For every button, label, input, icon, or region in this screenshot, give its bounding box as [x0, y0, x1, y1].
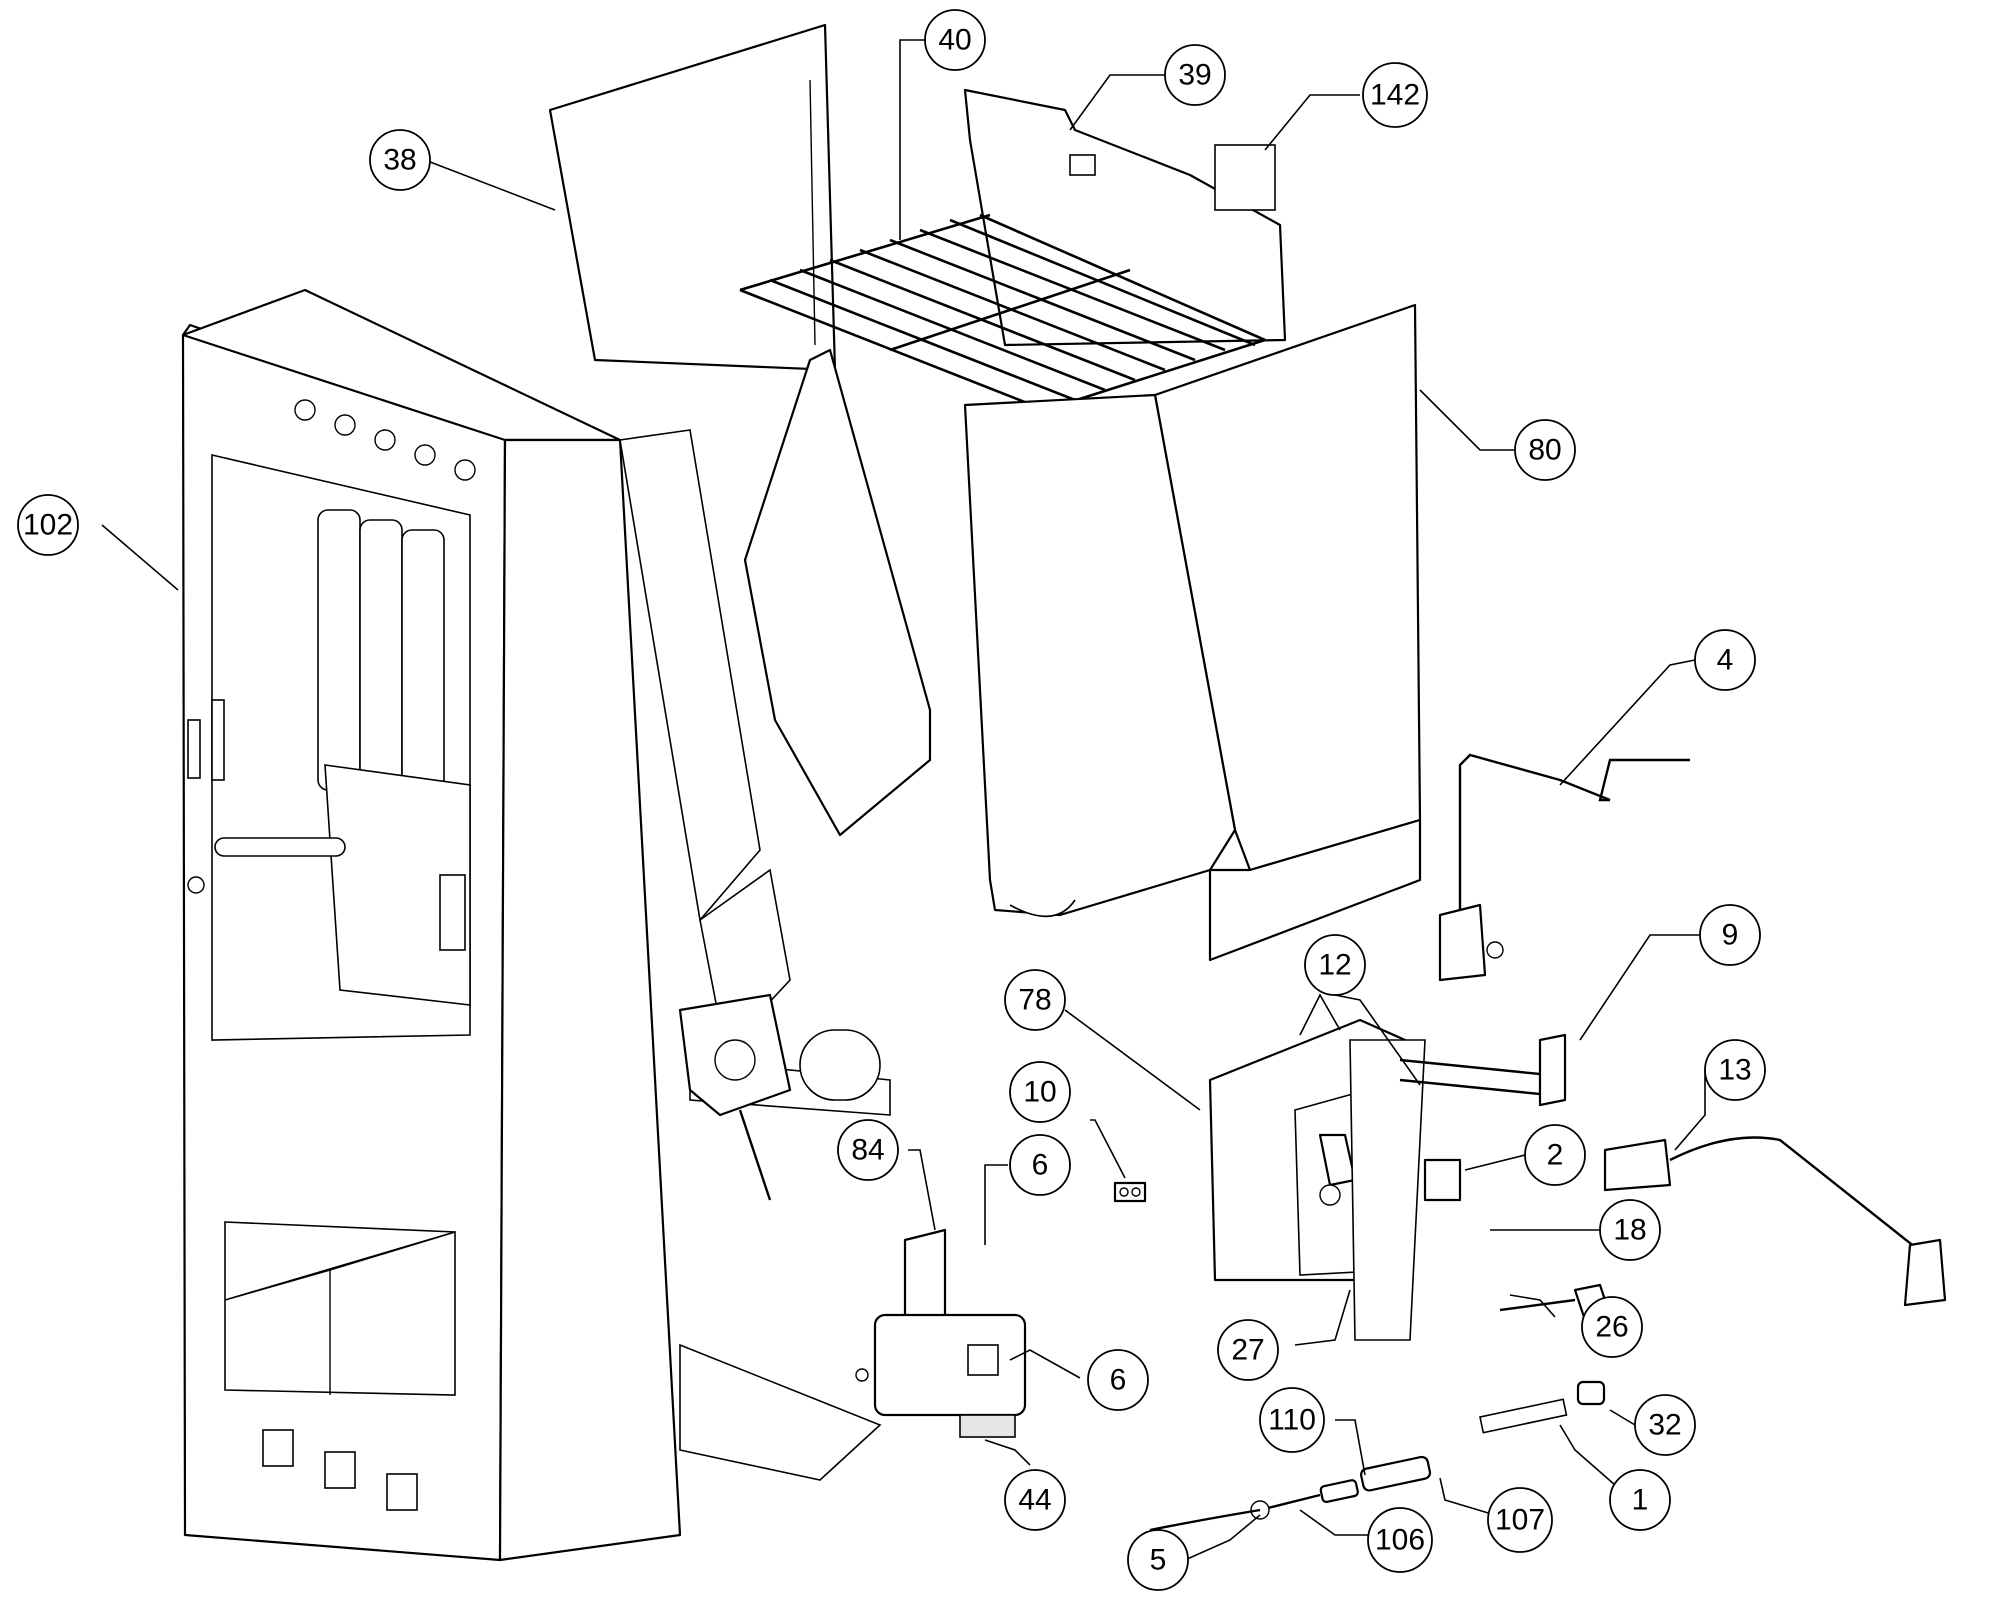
callout-label: 107	[1495, 1504, 1545, 1537]
callout-39: 39	[1164, 44, 1226, 106]
callout-5: 5	[1127, 1529, 1189, 1591]
callout-18: 18	[1599, 1199, 1661, 1261]
callout-label: 1	[1632, 1484, 1649, 1517]
callout-label: 102	[23, 509, 73, 542]
label-plate-142-part	[1214, 144, 1276, 211]
callout-9: 9	[1699, 904, 1761, 966]
callout-label: 5	[1150, 1544, 1167, 1577]
callout-40: 40	[924, 9, 986, 71]
callout-label: 80	[1528, 434, 1561, 467]
callout-label: 32	[1648, 1409, 1681, 1442]
callout-142: 142	[1362, 62, 1428, 128]
callout-label: 27	[1231, 1334, 1264, 1367]
callout-84: 84	[837, 1119, 899, 1181]
back-panel-39-part	[963, 88, 1287, 347]
callout-label: 26	[1595, 1311, 1628, 1344]
callout-label: 84	[851, 1134, 884, 1167]
callout-label: 39	[1178, 59, 1211, 92]
callout-10: 10	[1009, 1061, 1071, 1123]
callout-label: 106	[1375, 1524, 1425, 1557]
callout-label: 78	[1018, 984, 1051, 1017]
callout-4: 4	[1694, 629, 1756, 691]
thermostat-4-part	[1438, 753, 1690, 982]
fastener-grid-44-part	[959, 1414, 1016, 1438]
control-board-78-part	[1208, 1018, 1567, 1341]
power-cord-13-part	[1603, 1136, 1947, 1307]
side-panel-80-part	[963, 303, 1422, 962]
callout-6-lower: 6	[1087, 1349, 1149, 1411]
callout-6-upper: 6	[1009, 1134, 1071, 1196]
callout-label: 13	[1718, 1054, 1751, 1087]
callout-110: 110	[1259, 1387, 1325, 1453]
callout-label: 9	[1722, 919, 1739, 952]
callout-label: 142	[1370, 79, 1420, 112]
callout-label: 44	[1018, 1484, 1051, 1517]
callout-27: 27	[1217, 1319, 1279, 1381]
callout-label: 18	[1613, 1214, 1646, 1247]
callout-102: 102	[17, 494, 79, 556]
callout-label: 12	[1318, 949, 1351, 982]
callout-1: 1	[1609, 1469, 1671, 1531]
wire-rack-40-part	[739, 213, 1266, 412]
callout-13: 13	[1704, 1039, 1766, 1101]
callout-80: 80	[1514, 419, 1576, 481]
callout-38: 38	[369, 129, 431, 191]
cabinet-frame-part	[181, 288, 891, 1562]
callout-2: 2	[1524, 1124, 1586, 1186]
callout-78: 78	[1004, 969, 1066, 1031]
callout-32: 32	[1634, 1394, 1696, 1456]
terminal-block-10-part	[1113, 1181, 1147, 1203]
callout-label: 4	[1717, 644, 1734, 677]
callout-44: 44	[1004, 1469, 1066, 1531]
callout-label: 40	[938, 24, 971, 57]
callout-label: 6	[1110, 1364, 1127, 1397]
callout-12: 12	[1304, 934, 1366, 996]
callout-label: 10	[1023, 1076, 1056, 1109]
callout-label: 110	[1268, 1404, 1316, 1437]
callout-107: 107	[1487, 1487, 1553, 1553]
callout-label: 6	[1032, 1149, 1049, 1182]
callout-106: 106	[1367, 1507, 1433, 1573]
leader-lines	[101, 39, 1706, 1561]
callout-label: 2	[1547, 1139, 1564, 1172]
callout-26: 26	[1581, 1296, 1643, 1358]
igniter-assembly-part	[1149, 1380, 1606, 1532]
callout-label: 38	[383, 144, 416, 177]
pressure-switch-84-part	[855, 1228, 1027, 1438]
fan-motor-part	[678, 993, 881, 1201]
